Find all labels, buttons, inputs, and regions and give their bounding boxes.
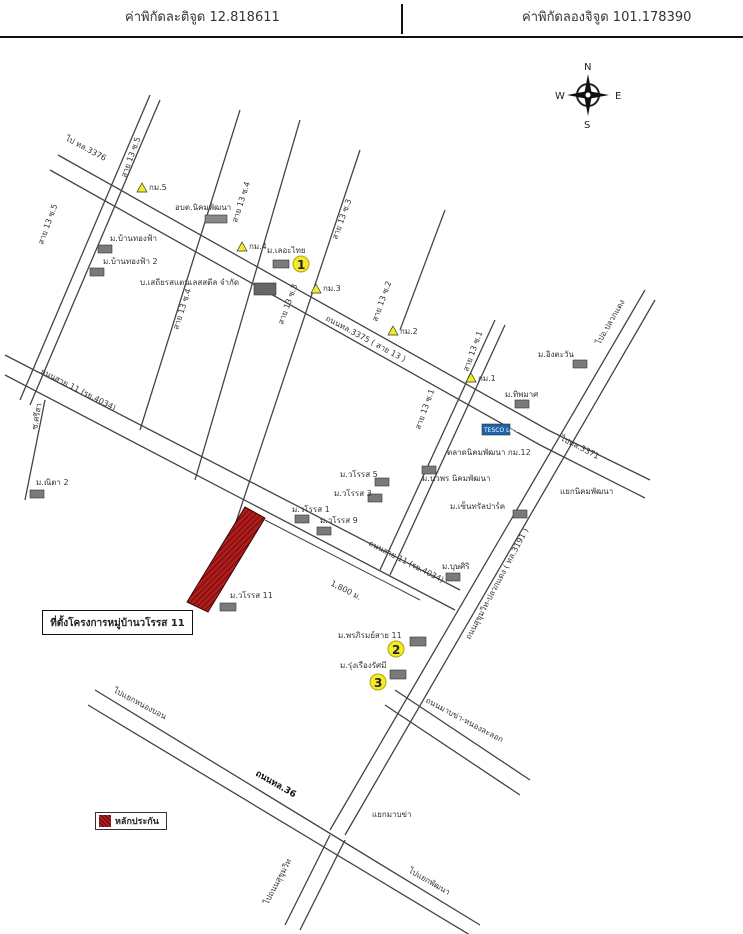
road-label-11-lower: ถนนสาย 11 (รย.4034) — [367, 539, 445, 585]
collateral-parcel — [186, 506, 266, 613]
legend: หลักประกัน — [95, 812, 167, 830]
road-label-3376: ไป ทล.3376 — [63, 133, 108, 162]
svg-text:กม.3: กม.3 — [323, 284, 341, 293]
km-marker-2: กม.2 — [387, 325, 418, 336]
road-label-soi13-5-side: สาย 13 ซ.5 — [36, 203, 59, 246]
road-label-11-upper: ถนนสาย 11 (รย.4034) — [39, 367, 117, 413]
compass-e: E — [615, 91, 621, 102]
road-label-to-nongbon: ไปแยกหนองบอน — [111, 685, 168, 721]
place-thipmat: ม.ทิพมาศ — [505, 390, 538, 409]
km-marker-3: กม.3 — [310, 283, 341, 294]
svg-text:ม.วโรรส 9: ม.วโรรส 9 — [320, 515, 358, 525]
place-bussiri: ม.บุษศิริ — [442, 562, 470, 582]
svg-text:ม.วโรรส 11: ม.วโรรส 11 — [230, 590, 273, 600]
svg-text:ม.เซ็นทรัลปาร์ค: ม.เซ็นทรัลปาร์ค — [450, 501, 505, 511]
svg-text:1: 1 — [297, 258, 305, 272]
road-label-3375: ถนนทล.3375 ( สาย 13 ) — [324, 314, 407, 364]
marker-3: 3 — [369, 673, 387, 691]
header-divider — [401, 4, 403, 34]
svg-text:ม.ณิตา 2: ม.ณิตา 2 — [36, 478, 69, 487]
place-center-park: ม.เซ็นทรัลปาร์ค — [450, 501, 528, 519]
svg-text:ม.ทิพมาศ: ม.ทิพมาศ — [505, 390, 538, 399]
place-ingtawan: ม.อิงตะวัน — [538, 350, 588, 369]
svg-text:ม.วโรรส 1: ม.วโรรส 1 — [292, 504, 330, 514]
svg-text:ม.เลอะไทย: ม.เลอะไทย — [267, 246, 306, 255]
svg-text:ม.วโรรส 5: ม.วโรรส 5 — [340, 469, 378, 479]
marker-1: 1 — [292, 255, 310, 273]
place-worasut-11: ม.วโรรส 11 — [219, 590, 273, 612]
road-label-soi13-3-mid: สาย 13 ซ.3 — [276, 283, 299, 326]
place-baan-thongfa-2: ม.บ้านทองฟ้า 2 — [89, 257, 158, 277]
road-label-soi13-3-top: สาย 13 ซ.3 — [330, 198, 353, 241]
svg-text:ม.รุ่งเรืองรัศมี: ม.รุ่งเรืองรัศมี — [340, 661, 386, 670]
place-pornphirom: ม.พรภิรมย์สาย 11 — [338, 630, 427, 647]
road-label-to-phatthana: ไปแยกพัฒนา — [406, 865, 451, 896]
svg-text:ม.บ้านทองฟ้า: ม.บ้านทองฟ้า — [110, 234, 157, 243]
compass-w: W — [555, 91, 565, 102]
place-market: ตลาดนิคมพัฒนา กม.12 — [447, 448, 531, 457]
place-baan-thongfa: ม.บ้านทองฟ้า — [97, 234, 157, 254]
svg-text:ม.วโรรส 3: ม.วโรรส 3 — [334, 488, 372, 498]
km-marker-1: กม.1 — [465, 372, 496, 383]
place-factory: บ.เสถียรสแตนเลสสตีล จำกัด — [140, 278, 277, 296]
svg-text:3: 3 — [374, 676, 382, 690]
km-marker-5: กม.5 — [136, 182, 167, 193]
road-label-mabkha: ถนนมาบข่า-หนองละลอก — [424, 696, 505, 745]
svg-text:กม.2: กม.2 — [400, 327, 418, 336]
svg-text:TESCO Lotus: TESCO Lotus — [483, 427, 522, 434]
road-network — [4, 94, 656, 934]
compass-rose-icon: N S E W — [555, 62, 621, 131]
place-worasut-9: ม.วโรรส 9 — [316, 515, 358, 536]
marker-2: 2 — [387, 640, 405, 658]
compass-s: S — [584, 120, 590, 131]
svg-text:กม.1: กม.1 — [478, 374, 496, 383]
km-marker-4: กม.4 — [236, 241, 267, 252]
place-tesco: TESCO Lotus — [481, 423, 522, 436]
place-nawaporn: ม.นวพร นิคมพัฒนา — [421, 465, 490, 483]
road-label-soi13-4-top: สาย 13 ซ.4 — [230, 181, 252, 224]
svg-text:ม.อิงตะวัน: ม.อิงตะวัน — [538, 350, 575, 359]
road-label-soi13-1-mid: สาย 13 ซ.1 — [413, 388, 436, 431]
project-location-label: ที่ตั้งโครงการหมู่บ้านวโรรส 11 — [42, 610, 193, 635]
svg-text:2: 2 — [392, 643, 400, 657]
coordinate-header: ค่าพิกัดละติจูด 12.818611 ค่าพิกัดลองจิจ… — [0, 0, 743, 38]
place-worasut-1: ม.วโรรส 1 — [292, 504, 330, 524]
road-label-junction-nikhom: แยกนิคมพัฒนา — [560, 487, 613, 496]
longitude-text: ค่าพิกัดลองจิจูด 101.178390 — [522, 10, 692, 25]
road-label-to-pluakdaeng: ไปอ.ปลวกแดง — [593, 298, 626, 347]
latitude-text: ค่าพิกัดละติจูด 12.818611 — [125, 10, 280, 25]
svg-text:ม.พรภิรมย์สาย 11: ม.พรภิรมย์สาย 11 — [338, 630, 402, 640]
place-worasut-3: ม.วโรรส 3 — [334, 488, 383, 503]
road-label-junction-mabkha: แยกมาบข่า — [372, 810, 412, 819]
collateral-swatch-icon — [99, 815, 111, 827]
svg-text:อบต.นิคมพัฒนา: อบต.นิคมพัฒนา — [175, 203, 231, 212]
road-label-soi13-2: สาย 13 ซ.2 — [370, 280, 393, 323]
svg-text:กม.5: กม.5 — [149, 183, 167, 192]
road-label-soi13-4-mid: สาย 13 ซ.4 — [171, 288, 193, 331]
place-obt: อบต.นิคมพัฒนา — [175, 203, 231, 224]
svg-text:กม.4: กม.4 — [249, 242, 267, 251]
svg-text:บ.เสถียรสแตนเลสสตีล จำกัด: บ.เสถียรสแตนเลสสตีล จำกัด — [140, 278, 239, 287]
road-label-to-sukhumvit: ไปถนนสุขุมวิท — [261, 857, 293, 907]
legend-label: หลักประกัน — [115, 817, 159, 827]
svg-text:ม.บ้านทองฟ้า 2: ม.บ้านทองฟ้า 2 — [103, 257, 158, 266]
place-phanita-2: ม.ณิตา 2 — [29, 478, 69, 499]
place-rungrueang: ม.รุ่งเรืองรัศมี — [340, 661, 407, 680]
svg-text:ม.นวพร นิคมพัฒนา: ม.นวพร นิคมพัฒนา — [422, 474, 490, 483]
road-label-36: ถนนทล.36 — [254, 769, 298, 800]
svg-text:ม.บุษศิริ: ม.บุษศิริ — [442, 562, 470, 571]
distance-label: 1,800 ม. — [329, 579, 363, 602]
place-worasut-5: ม.วโรรส 5 — [340, 469, 390, 487]
place-lethai: ม.เลอะไทย — [267, 246, 306, 269]
compass-n: N — [584, 62, 591, 73]
